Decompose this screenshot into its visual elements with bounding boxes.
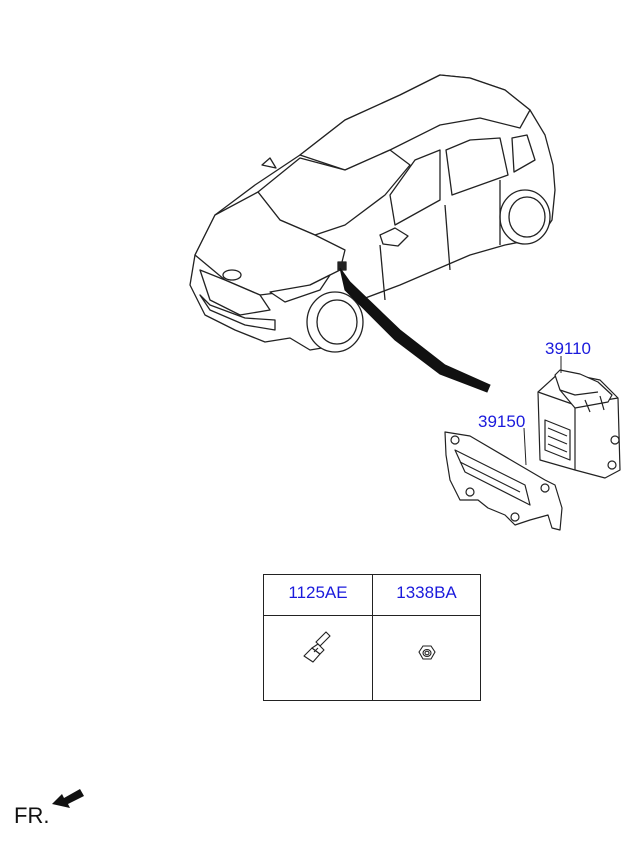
ecu-module-icon	[537, 369, 621, 479]
bolt-icon	[303, 631, 331, 663]
leader-39150	[523, 427, 527, 466]
bracket-icon	[444, 431, 563, 531]
nut-icon	[418, 645, 436, 660]
fastener-code-nut: 1338BA	[373, 575, 480, 616]
front-arrow-icon	[52, 789, 84, 808]
fastener-cell-bolt: 1125AE	[264, 575, 373, 700]
car-illustration-icon	[189, 74, 556, 353]
fastener-code-bolt: 1125AE	[264, 575, 372, 616]
fastener-cell-nut: 1338BA	[373, 575, 480, 700]
callout-39150: 39150	[478, 412, 526, 431]
fastener-table: 1125AE 1338BA	[263, 574, 481, 701]
front-direction-label: FR.	[14, 803, 50, 828]
location-leader	[339, 267, 491, 393]
callout-39110: 39110	[545, 339, 592, 358]
